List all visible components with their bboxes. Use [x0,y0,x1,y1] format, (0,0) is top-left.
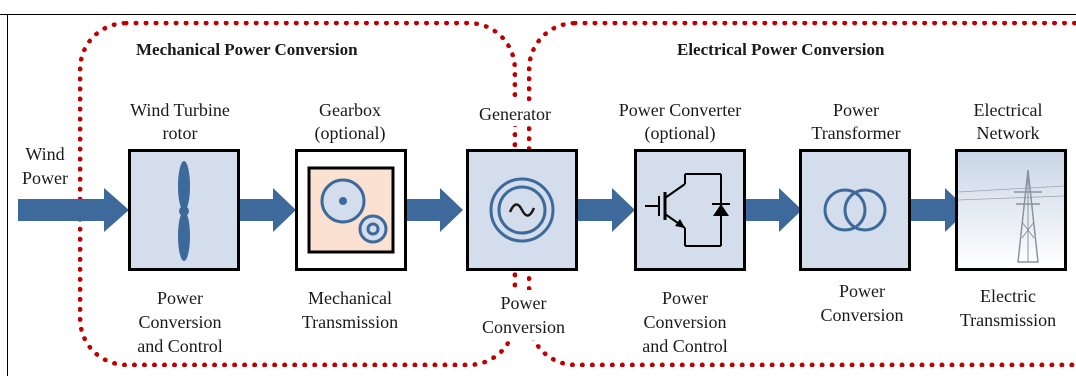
transformer-top-label-line1: Power [833,100,879,120]
transformer-top-label-line2: Transformer [811,123,901,143]
gearbox-top-label-line1: Gearbox [319,100,381,120]
converter-top-label-line1: Power Converter [618,100,742,120]
transformer-bottom-label-line2: Conversion [820,305,904,325]
gear-icon [307,166,395,254]
rotor-block [128,149,240,271]
network-bottom-label-line1: Electric [980,286,1036,306]
generator-bottom-label-line1: Power [500,293,547,313]
arrow-transformer-to-network [911,188,968,232]
gearbox-bottom-label-line2: Transmission [301,312,399,332]
arrow-converter-to-transformer [745,188,802,232]
network-top-label-line2: Network [976,123,1040,143]
converter-block [634,149,746,271]
figure-left-border [7,14,8,376]
transformer-block [799,149,911,271]
generator-top-label-line1: Generator [479,104,551,124]
rotor-top-label-line2: rotor [162,123,198,143]
gearbox-top-label-line2: (optional) [314,123,386,143]
network-bottom-label-line2: Transmission [959,310,1057,330]
input-label-line2: Power [22,168,68,188]
rotor-top-label-line1: Wind Turbine [130,100,230,120]
generator-block [466,149,578,271]
converter-bottom-label-line3: and Control [642,336,728,356]
input-label-line1: Wind [25,144,65,164]
converter-bottom-label-line2: Conversion [643,312,727,332]
generator-bottom-backdrop [488,290,566,340]
generator-label-backdrop [470,102,560,126]
generator-bottom-label-line2: Conversion [482,317,565,337]
igbt-diode-icon [645,173,730,247]
arrow-gearbox-to-generator [406,188,463,232]
figure-top-border [0,14,1076,15]
input-arrow [18,188,129,232]
gearbox-block [295,149,407,271]
ac-generator-icon [489,177,555,243]
arrow-rotor-to-gearbox [239,188,296,232]
network-block [955,149,1067,271]
converter-top-label-line2: (optional) [644,123,716,143]
transformer-bottom-label-line1: Power [839,281,885,301]
rotor-bottom-label-line3: and Control [137,336,223,356]
rotor-bottom-label-line1: Power [157,288,203,308]
arrow-generator-to-converter [578,188,635,232]
transmission-tower-icon [958,152,1064,268]
rotor-bottom-label-line2: Conversion [138,312,222,332]
input-label-backdrop [18,138,72,192]
network-top-label-line1: Electrical [973,100,1043,120]
electrical-region-title: Electrical Power Conversion [677,40,885,59]
transformer-icon [823,188,887,232]
rotor-blade-icon [178,161,190,261]
gearbox-bottom-label-line1: Mechanical [308,288,392,308]
converter-bottom-label-line1: Power [662,288,708,308]
mechanical-region-title: Mechanical Power Conversion [136,40,358,59]
